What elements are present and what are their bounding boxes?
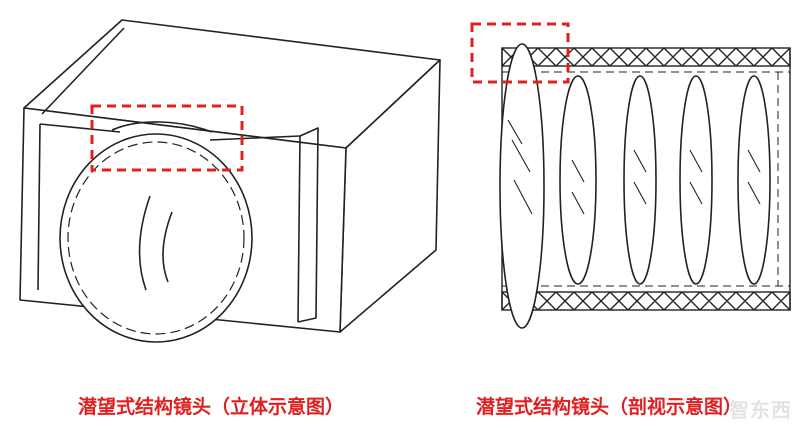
highlight-box-right [470,22,570,84]
lens-element-4 [679,75,713,285]
lens-2-glint [571,159,585,215]
periscope-3d-svg [19,19,441,343]
front-lens-inner [67,141,245,335]
lens-4-glint [689,149,703,205]
caption-left: 潜望式结构镜头（立体示意图） [78,396,345,418]
lens-top-lip [111,121,213,133]
barrel-bottom-hatch [501,291,791,311]
recess-right-step [297,127,319,323]
lens-5-glint [747,149,761,205]
periscope-3d-diagram [0,0,460,370]
watermark-logo: 智东西 [729,398,792,422]
lens-element-5 [737,75,771,285]
lens-element-1 [499,43,545,329]
lens-glint-2 [162,211,173,283]
periscope-section-diagram [460,0,800,370]
recess-top-right [209,135,301,141]
recess-right [297,135,301,323]
highlight-box-left [90,104,244,172]
caption-right: 潜望式结构镜头（剖视示意图） [476,396,743,418]
barrel-top-hatch [501,47,791,67]
lens-element-3 [623,75,657,285]
lens-element-2 [559,75,597,285]
periscope-section-svg [470,22,791,329]
recess-left [37,123,41,291]
top-inner-edge [41,27,125,115]
recess-top [39,123,121,133]
front-lens-outer [59,133,253,343]
lens-glint-1 [138,195,151,291]
lens-1-glint [507,119,533,215]
barrel-top-band [501,47,791,67]
barrel-bottom-band [501,291,791,311]
lens-3-glint [633,149,647,205]
